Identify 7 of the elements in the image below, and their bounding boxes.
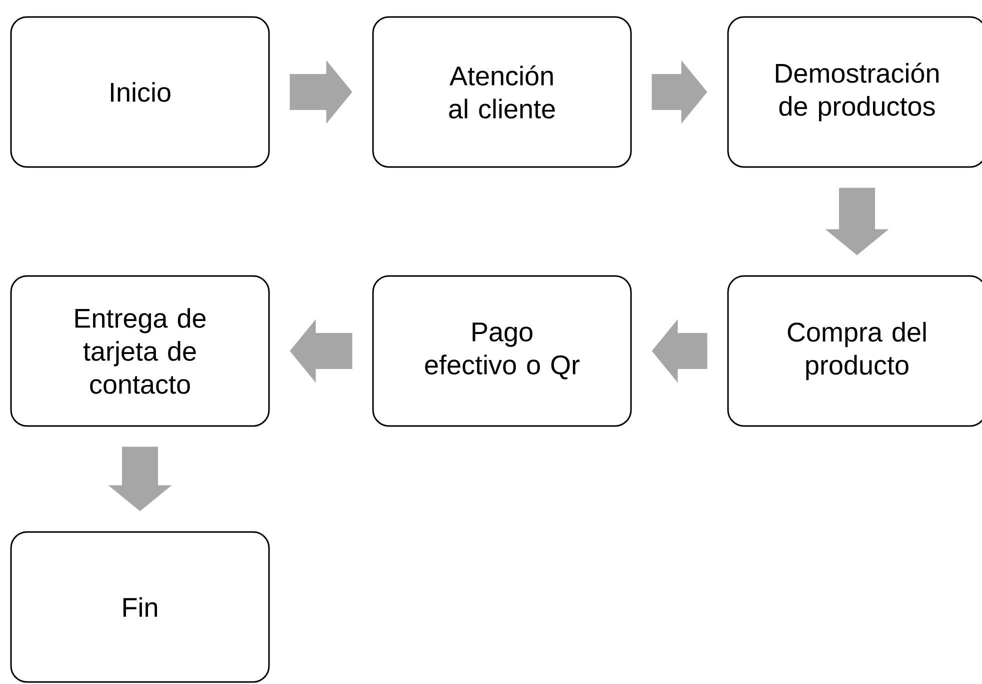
process-box: Compra del producto: [727, 275, 982, 427]
process-box: Atención al cliente: [372, 16, 632, 168]
process-box: Demostración de productos: [727, 16, 982, 168]
process-box: Fin: [10, 531, 270, 683]
process-box: Entrega de tarjeta de contacto: [10, 275, 270, 427]
process-box: Pago efectivo o Qr: [372, 275, 632, 427]
process-box: Inicio: [10, 16, 270, 168]
